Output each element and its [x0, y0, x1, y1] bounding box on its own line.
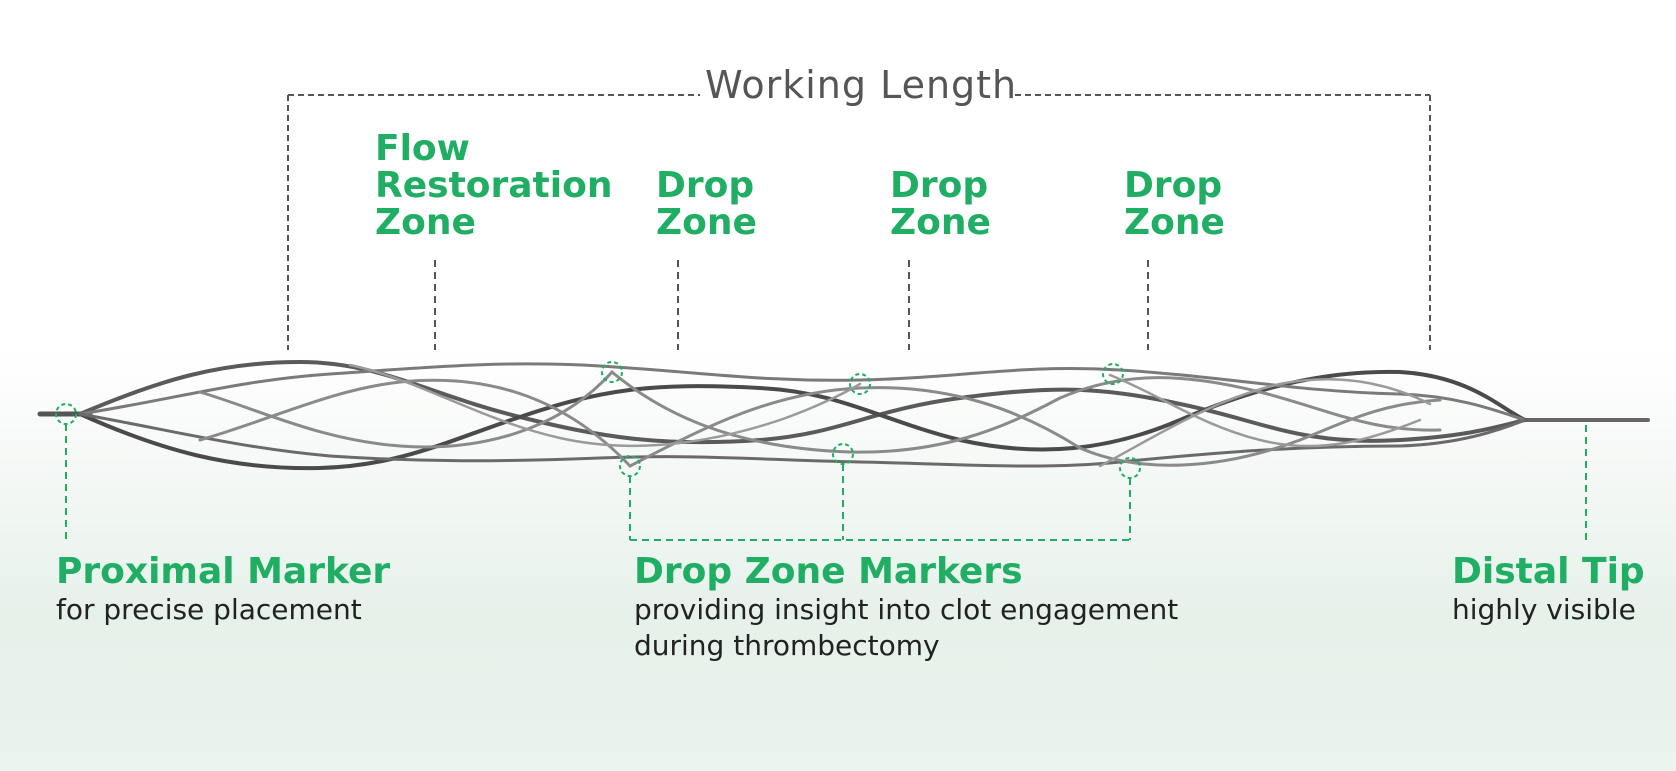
drop-zone-marker-circle	[601, 361, 623, 383]
zone-pointer-lines	[434, 260, 1149, 350]
drop-zone-label: Drop Zone	[656, 167, 757, 241]
flow-restoration-zone-label: Flow Restoration Zone	[375, 130, 612, 241]
drop-zone-markers-title: Drop Zone Markers	[634, 551, 1023, 592]
zone-label-line: Zone	[656, 202, 757, 243]
drop-zone-marker-circle	[849, 373, 871, 395]
proximal-marker-description: for precise placement	[56, 593, 362, 626]
marker-leader-lines	[65, 424, 1587, 541]
zone-label-line: Restoration	[375, 165, 613, 206]
stent-wires	[37, 359, 1650, 471]
zone-label-line: Flow	[375, 128, 470, 169]
drop-zone-markers-callout: Drop Zone Markers providing insight into…	[634, 552, 1178, 664]
distal-tip-description: highly visible	[1452, 593, 1636, 626]
drop-zone-label: Drop Zone	[890, 167, 991, 241]
zone-label-line: Zone	[890, 202, 991, 243]
distal-tip-title: Distal Tip	[1452, 551, 1645, 592]
drop-zone-marker-circle	[1102, 363, 1124, 385]
zone-label-line: Zone	[375, 202, 476, 243]
zone-label-line: Drop	[890, 165, 989, 206]
zone-label-line: Drop	[656, 165, 755, 206]
working-length-bracket	[287, 94, 1431, 350]
working-length-label: Working Length	[705, 63, 1018, 107]
zone-label-line: Zone	[1124, 202, 1225, 243]
proximal-marker-callout: Proximal Marker for precise placement	[56, 552, 390, 628]
drop-zone-markers-description-line: providing insight into clot engagement	[634, 593, 1179, 626]
drop-zone-markers-description-line: during thrombectomy	[634, 629, 940, 662]
zone-label-line: Drop	[1124, 165, 1223, 206]
distal-tip-callout: Distal Tip highly visible	[1452, 552, 1645, 628]
drop-zone-label: Drop Zone	[1124, 167, 1225, 241]
proximal-marker-title: Proximal Marker	[56, 551, 391, 592]
